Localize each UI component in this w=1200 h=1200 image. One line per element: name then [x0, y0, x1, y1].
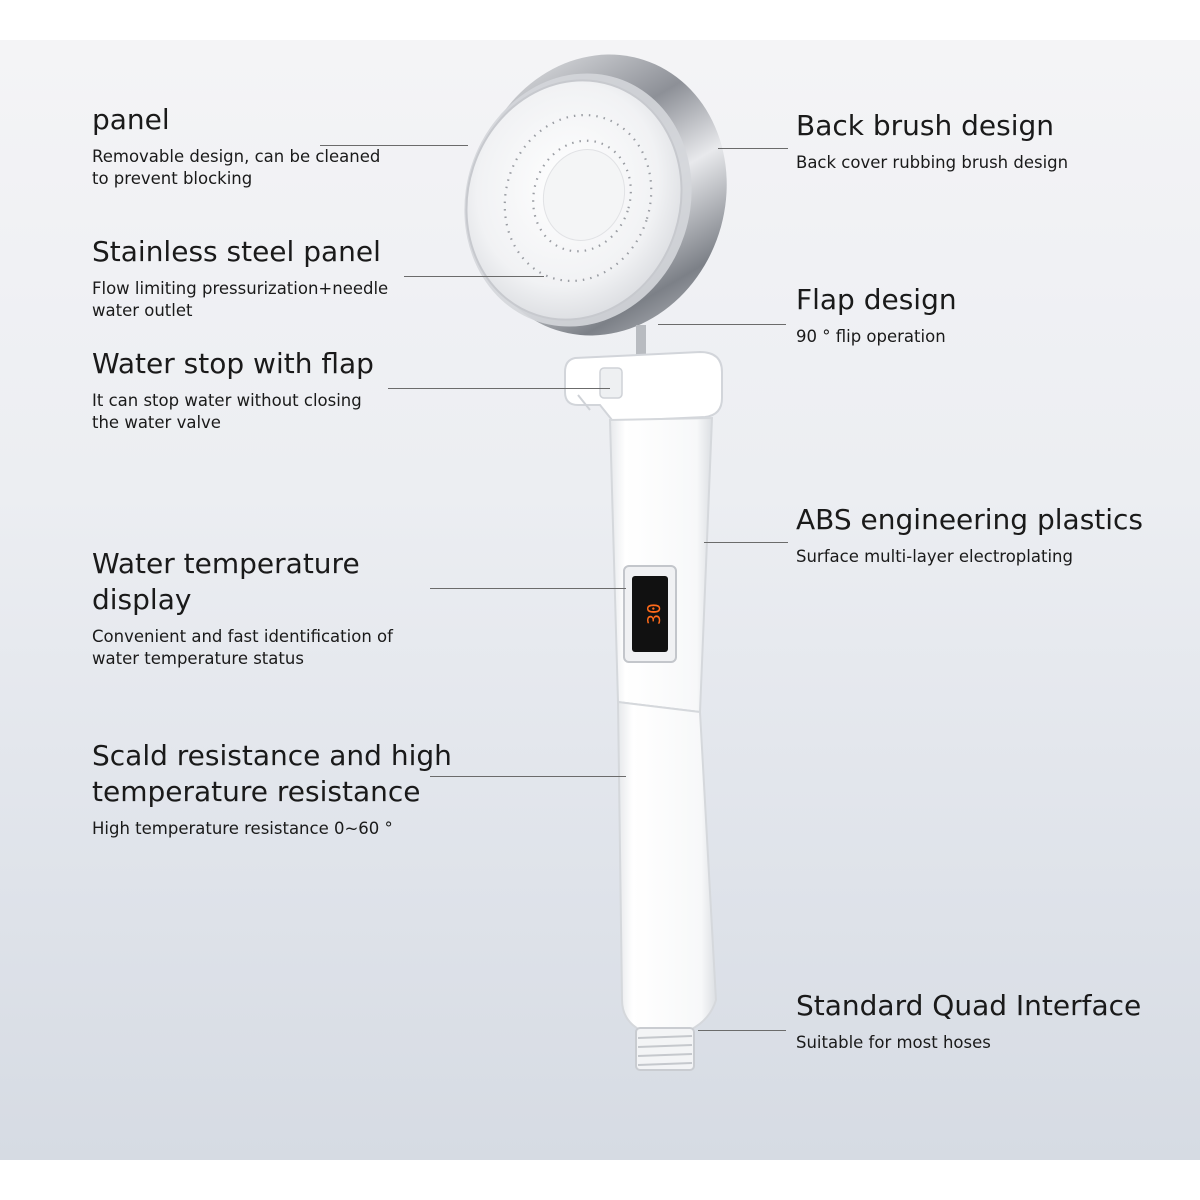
leader-line-flap-design [658, 324, 786, 325]
hose-connector [635, 1027, 695, 1071]
display-screen [632, 576, 668, 652]
handle-lower [616, 700, 718, 1031]
callout-title: Water temperature display [92, 547, 360, 616]
flap-joint [564, 325, 723, 421]
leader-line-stainless-steel-panel [404, 276, 544, 277]
leader-line-abs-plastics [704, 542, 788, 543]
callout-title: ABS engineering plastics [796, 503, 1144, 536]
callout-description: Surface multi-layer electroplating [796, 547, 1073, 566]
callout-title: panel [92, 103, 170, 136]
callout-title: Water stop with flap [92, 347, 374, 380]
leader-line-scald-resistance [430, 776, 626, 777]
callout-title: Back brush design [796, 109, 1055, 142]
callout-stainless-steel-panel: Stainless steel panel Flow limiting pres… [92, 234, 422, 322]
callout-title: Flap design [796, 283, 957, 316]
leader-line-panel [320, 145, 468, 146]
leader-line-quad-interface [698, 1030, 786, 1031]
callout-title: Standard Quad Interface [796, 989, 1142, 1022]
callout-description: Back cover rubbing brush design [796, 153, 1069, 172]
callout-flap-design: Flap design 90 ° flip operation [796, 282, 1136, 348]
callout-description: High temperature resistance 0~60 ° [92, 819, 393, 838]
display-reading: 30 [644, 603, 665, 625]
leader-line-back-brush [718, 148, 788, 149]
callout-quad-interface: Standard Quad Interface Suitable for mos… [796, 988, 1156, 1054]
leader-line-water-stop [388, 388, 610, 389]
callout-back-brush: Back brush design Back cover rubbing bru… [796, 108, 1136, 174]
callout-title: Stainless steel panel [92, 235, 381, 268]
callout-temperature-display: Water temperature display Convenient and… [92, 546, 452, 670]
callout-water-stop: Water stop with flap It can stop water w… [92, 346, 422, 434]
callout-description: Suitable for most hoses [796, 1033, 991, 1052]
callout-description: 90 ° flip operation [796, 327, 946, 346]
temperature-display: 30 [623, 565, 677, 663]
nozzle-ring-outer [503, 113, 653, 283]
shower-head [464, 54, 727, 336]
nozzle-ring-inner [532, 139, 632, 253]
leader-line-temperature-display [430, 588, 626, 589]
callout-abs-plastics: ABS engineering plastics Surface multi-l… [796, 502, 1156, 568]
